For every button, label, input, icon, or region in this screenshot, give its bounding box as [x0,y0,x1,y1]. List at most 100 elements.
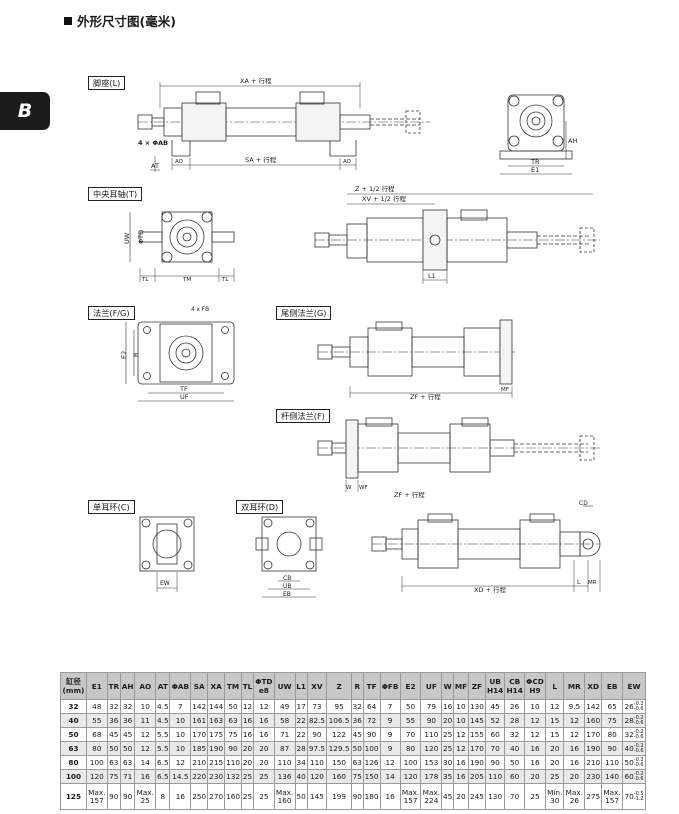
table-cell: 12 [134,727,157,742]
header-label: UF [425,681,437,691]
table-cell: Min.30 [545,783,565,810]
table-cell: 12 [523,727,547,742]
table-cell: 16 [240,727,255,742]
bore-cell: 100 [60,769,87,784]
table-cell: 100 [85,755,108,770]
table-cell: 4.5 [155,699,171,714]
bore-cell: 63 [60,741,87,756]
table-cell: 20 [523,769,547,784]
table-cell: 250 [190,783,209,810]
dim-zf-rear: ZF + 行程 [410,392,441,401]
header-sublabel: e8 [258,686,269,695]
tolerance: -0.2-0.6 [633,714,644,726]
table-cell: 12 [134,741,157,756]
table-cell: 48 [85,699,108,714]
dim-zf: ZF + 行程 [394,490,425,499]
table-cell: 90 [306,727,328,742]
table-cell: 50 [504,755,525,770]
table-cell: 175 [207,727,226,742]
table-cell: 90 [119,783,136,810]
table-cell: 20 [253,755,275,770]
view-label-foot: 脚座(L) [88,76,126,90]
table-cell: 15 [545,713,565,728]
rod-flange-side-view [317,417,600,492]
table-header-cell: L1 [294,672,308,700]
table-cell: 71 [273,727,296,742]
table-cell: 10 [169,727,192,742]
table-cell: 144 [207,699,226,714]
table-cell: 122 [326,727,352,742]
flange-front-view [125,321,235,402]
page-title: 外形尺寸图(毫米) [64,11,176,30]
table-cell: 9.5 [563,699,586,714]
table-cell: 110 [224,755,242,770]
table-cell: 14.5 [169,769,192,784]
table-cell: 52 [484,713,506,728]
ew-cell: 28-0.2-0.6 [622,713,646,728]
bore-cell: 80 [60,755,87,770]
header-label: XA [210,681,222,691]
table-cell: 75 [106,769,121,784]
table-cell: 90 [484,755,506,770]
table-cell: 12 [240,699,255,714]
table-cell: 10 [523,699,547,714]
table-cell: 15 [545,727,565,742]
table-cell: 130 [484,783,506,810]
table-cell: 170 [584,727,603,742]
table-cell: 9 [379,713,401,728]
table-cell: 16 [379,783,401,810]
table-cell: 245 [467,783,486,810]
table-cell: 63 [350,755,364,770]
dim-mr: MR [588,580,597,586]
table-cell: 129.5 [326,741,352,756]
table-cell: Max.224 [420,783,443,810]
table-cell: 45 [106,727,121,742]
table-cell: 79 [420,699,443,714]
table-cell: 90 [362,727,381,742]
bore-cell: 50 [60,727,87,742]
table-header-cell: L [545,672,565,700]
table-cell: 120 [420,741,443,756]
dim-xd: XD + 行程 [474,585,507,594]
dim-ao: AO [175,159,184,165]
table-cell: 16 [523,755,547,770]
trunnion-side-view [314,193,600,284]
table-cell: 25 [253,783,275,810]
dim-e2: E2 [120,351,128,359]
table-cell: 180 [362,783,381,810]
header-label: EW [627,681,641,691]
table-cell: 63 [224,713,242,728]
table-cell: 161 [190,713,209,728]
table-cell: 100 [399,755,422,770]
dimension-drawings: XA + 行程 SA + 行程 4 × ΦAB AT AO AO TR E1 A… [120,76,601,598]
table-cell: 230 [207,769,226,784]
dim-at: AT [151,162,159,170]
table-header-cell: 缸径(mm) [60,672,87,700]
table-cell: 170 [467,741,486,756]
table-cell: 155 [467,727,486,742]
table-cell: 90 [601,741,624,756]
dim-eb: EB [283,591,291,598]
table-cell: 90 [224,741,242,756]
table-header-cell: ΦFB [379,672,401,700]
table-cell: 55 [85,713,108,728]
table-cell: 6.5 [155,755,171,770]
table-cell: 20 [545,755,565,770]
table-cell: 64 [362,699,381,714]
dim-l1: L1 [428,272,436,280]
table-cell: 12 [452,727,469,742]
table-header-cell: TR [106,672,121,700]
table-cell: 160 [584,713,603,728]
table-header-cell: XA [207,672,226,700]
table-cell: 8 [155,783,171,810]
header-label: AT [157,681,168,691]
table-cell: 16 [452,755,469,770]
table-header-cell: Z [326,672,352,700]
table-cell: 45 [441,783,454,810]
